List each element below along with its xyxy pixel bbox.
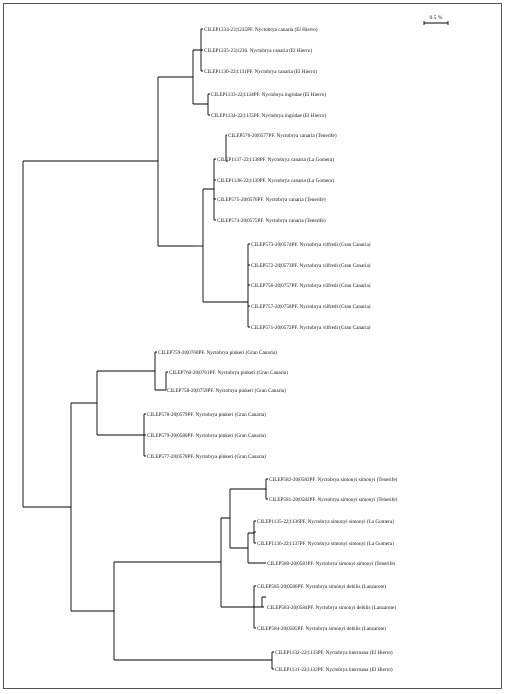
- branch: [247, 243, 250, 328]
- branch: [247, 532, 266, 564]
- taxon-label: CILEP572-20|0573PF. Nyctobrya vilfredi (…: [251, 262, 371, 269]
- taxon-label: CILEP1234-23|1235PF. Nyctobrya canaria (…: [204, 26, 318, 33]
- taxon-label: CILEP579-20|0580PF. Nyctobrya pinkeri (G…: [147, 432, 266, 439]
- taxon-label: CILEP1138-22|1139PF. Nyctobrya canaria (…: [217, 177, 334, 184]
- branch: [207, 93, 210, 116]
- branch: [96, 370, 155, 436]
- taxon-label: CILEP1130-22|1131PF. Nyctobrya canaria (…: [204, 68, 317, 75]
- scale-bar: 0.5 %: [423, 15, 449, 25]
- taxon-label: CILEP1136-22|1137PF. Nyctobrya simonyi s…: [257, 540, 394, 547]
- taxon-label: CILEP585-20|0586PF. Nyctobrya simonyi de…: [257, 583, 386, 590]
- branch: [213, 158, 216, 221]
- tree-branches: [22, 28, 274, 670]
- scale-bar-line: [423, 21, 449, 25]
- taxon-label: CILEP574-20|0575PF. Nyctobrya canaria (T…: [217, 217, 326, 224]
- taxon-label: CILEP1137-22|1138PF. Nyctobrya canaria (…: [217, 156, 334, 163]
- taxon-label: CILEP575-20|0576PF. Nyctobrya canaria (T…: [217, 196, 326, 203]
- branch: [143, 413, 146, 457]
- taxon-label: CILEP577-20|0578PF. Nyctobrya pinkeri (G…: [147, 453, 266, 460]
- taxon-label: CILEP578-20|0579PF. Nyctobrya pinkeri (G…: [147, 411, 266, 418]
- taxon-label: CILEP580-20|0581PF. Nyctobrya simonyi si…: [267, 560, 396, 567]
- taxon-label: CILEP584-20|0585PF. Nyctobrya simonyi de…: [257, 625, 386, 632]
- branch: [220, 517, 254, 608]
- branch: [225, 134, 228, 162]
- branch: [253, 585, 262, 629]
- taxon-label: CILEP760-20|0761PF. Nyctobrya pinkeri (G…: [169, 369, 288, 376]
- branch: [265, 478, 268, 500]
- branch: [200, 28, 203, 72]
- branch: [261, 596, 266, 608]
- taxon-label: CILEP758-20|0759PF. Nyctobrya pinkeri (G…: [167, 387, 286, 394]
- branch: [70, 402, 114, 612]
- branch: [22, 160, 158, 508]
- taxon-label: CILEP756-20|0757PF. Nyctobrya vilfredi (…: [251, 282, 371, 289]
- taxon-label: CILEP576-20|0577PF. Nyctobrya canaria (T…: [228, 132, 337, 139]
- taxon-label: CILEP1135-22|1136PF. Nyctobrya simonyi s…: [257, 518, 394, 525]
- taxon-label: CILEP1133-22|1134PF. Nyctobrya ingridae …: [211, 91, 326, 98]
- branch: [113, 561, 272, 661]
- taxon-label: CILEP1131-22|1132PF. Nyctobrya hierroana…: [275, 666, 393, 673]
- figure-frame: [3, 3, 502, 689]
- taxon-label: CILEP583-20|0584PF. Nyctobrya simonyi de…: [267, 604, 396, 611]
- taxon-label: CILEP757-20|0758PF. Nyctobrya vilfredi (…: [251, 303, 371, 310]
- taxon-label: CILEP571-20|0572PF. Nyctobrya vilfredi (…: [251, 324, 371, 331]
- taxon-label: CILEP1132-22|1133PF. Nyctobrya hierroana…: [275, 649, 393, 656]
- branch: [229, 488, 266, 549]
- taxon-label: CILEP582-20|0583PF. Nyctobrya simonyi si…: [269, 476, 398, 483]
- taxon-label: CILEP573-20|0574PF. Nyctobrya vilfredi (…: [251, 241, 371, 248]
- scale-bar-label: 0.5 %: [429, 15, 442, 21]
- branch: [202, 188, 214, 302]
- branch: [271, 651, 274, 670]
- branch: [154, 351, 168, 391]
- taxon-label: CILEP1235-23|1236. Nyctobrya canaria (El…: [204, 47, 312, 54]
- branch: [157, 76, 193, 247]
- branch: [192, 49, 208, 105]
- taxon-label: CILEP581-20|0582PF. Nyctobrya simonyi si…: [269, 496, 398, 503]
- taxon-labels: CILEP1234-23|1235PF. Nyctobrya canaria (…: [147, 26, 398, 673]
- taxon-label: CILEP759-20|0760PF. Nyctobrya pinkeri (G…: [158, 349, 277, 356]
- taxon-label: CILEP1134-22|1135PF. Nyctobrya ingridae …: [211, 112, 326, 119]
